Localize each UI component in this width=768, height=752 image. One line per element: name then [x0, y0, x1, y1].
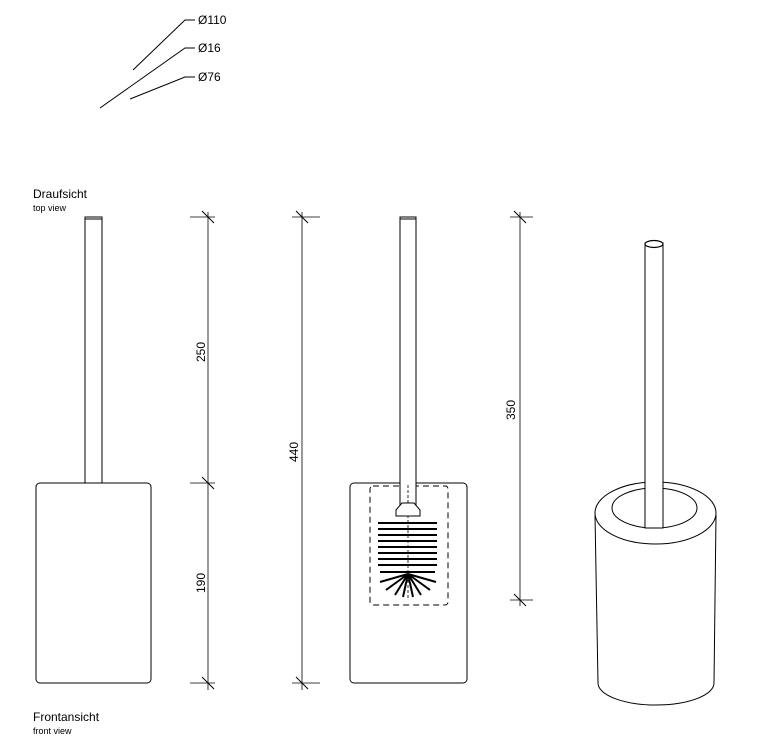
- dimension-line-250-190: 250 190: [190, 210, 215, 690]
- perspective-view-drawing: [594, 239, 717, 706]
- brush-bristles: [378, 522, 437, 598]
- callout-inner-diameter: Ø76: [198, 70, 221, 84]
- brush-collar: [395, 502, 421, 517]
- handle-cap: [644, 239, 664, 249]
- callout-rod-diameter: Ø16: [198, 41, 221, 55]
- diameter-callouts: Ø110 Ø16 Ø76: [99, 13, 227, 109]
- front-view-subtitle: front view: [33, 726, 72, 736]
- leader-line-rod: [99, 47, 195, 109]
- brush-handle-3d: [644, 242, 664, 529]
- leader-line-inner: [129, 76, 195, 100]
- dimension-body-height: 190: [194, 573, 208, 593]
- leader-line-outer: [132, 19, 195, 71]
- top-view-subtitle: top view: [33, 203, 67, 213]
- dimension-brush-length: 350: [504, 400, 518, 420]
- holder-body: [35, 482, 152, 684]
- brush-handle-rod: [399, 216, 417, 506]
- cylinder-body: [594, 514, 717, 706]
- dimension-line-350: 350: [504, 210, 533, 607]
- dimension-handle-length: 250: [194, 342, 208, 362]
- front-view-drawing: [349, 216, 468, 684]
- front-view-title: Frontansicht: [33, 710, 100, 724]
- handle-rod: [84, 216, 103, 484]
- dimension-line-440: 440: [287, 210, 320, 690]
- dimension-total-height: 440: [287, 442, 301, 462]
- top-view-title: Draufsicht: [33, 187, 88, 201]
- side-view-drawing: [35, 216, 152, 684]
- callout-outer-diameter: Ø110: [198, 13, 227, 27]
